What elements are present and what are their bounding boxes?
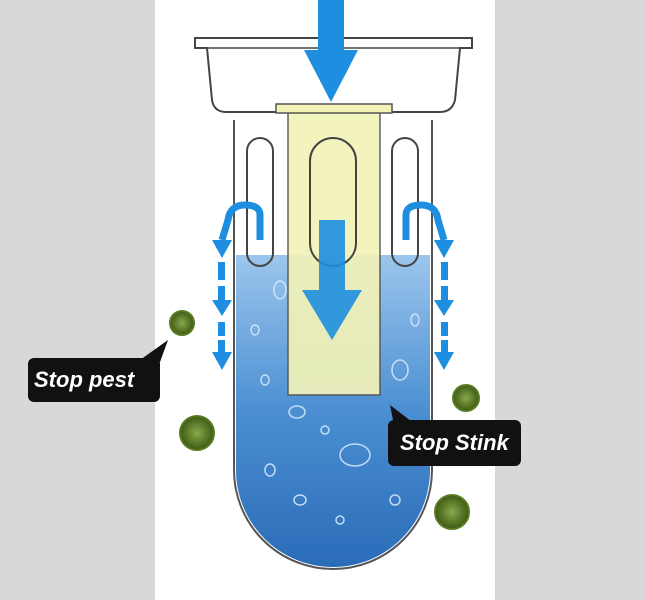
germ-icon: [169, 310, 480, 530]
bubbles: [250, 280, 420, 525]
stop-stink-label: Stop Stink: [388, 420, 521, 466]
dashed-flow-arrows: [212, 240, 454, 370]
down-arrow-icon: [218, 201, 448, 242]
down-arrow-icon: [302, 220, 362, 340]
callout-pointer-pest: [140, 340, 168, 362]
down-arrow-icon: [304, 0, 358, 102]
drain-tube: [233, 120, 433, 570]
stop-pest-label: Stop pest: [28, 358, 160, 402]
water: [236, 255, 430, 567]
